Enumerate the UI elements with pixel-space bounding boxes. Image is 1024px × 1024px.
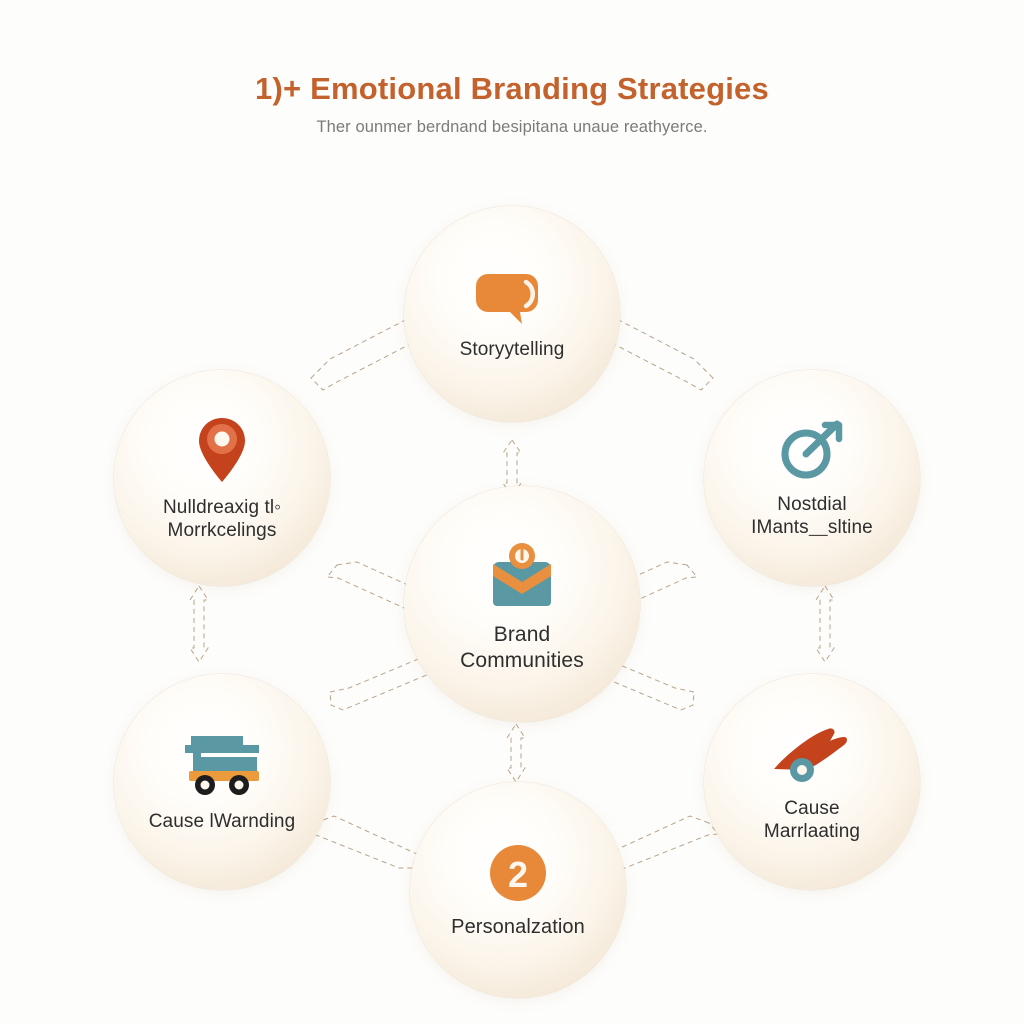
- node-nulldreaxig-morrkcelings[interactable]: Nulldreaxig tl◦ Morrkcelings: [114, 370, 330, 586]
- speech-bubble-icon: [476, 266, 548, 328]
- node-label: Storyytelling: [459, 339, 565, 361]
- connector-nulldreaxig-causewarnding: [189, 585, 209, 663]
- node-nostdial-imants[interactable]: Nostdial IMants⸏sltine: [704, 370, 920, 586]
- connector-nostdial-causemarrlaating: [815, 585, 835, 663]
- node-label: Nulldreaxig tl◦ Morrkcelings: [162, 496, 282, 541]
- node-storytelling[interactable]: Storyytelling: [404, 206, 620, 422]
- node-brand-communities[interactable]: Brand Communities: [404, 486, 640, 722]
- node-cause-marrlaating[interactable]: Cause Marrlaating: [704, 674, 920, 890]
- person-in-box-icon: [483, 534, 561, 612]
- target-arrow-icon: [777, 417, 847, 483]
- node-label: Cause Marrlaating: [763, 797, 861, 842]
- header: 1)+ Emotional Branding Strategies Ther o…: [0, 71, 1024, 137]
- ribbon-shape-icon: [766, 721, 858, 787]
- connector-brandcommunities-personalzation: [506, 723, 526, 783]
- node-label: Cause l‌Warnding: [148, 811, 296, 833]
- badge-number: 2: [508, 854, 528, 895]
- node-label: Personalzation: [451, 915, 585, 938]
- location-pin-icon: [195, 414, 249, 486]
- numbered-badge-icon: 2: [486, 841, 550, 905]
- food-truck-icon: [177, 730, 267, 800]
- node-cause-warnding[interactable]: Cause l‌Warnding: [114, 674, 330, 890]
- node-personalzation[interactable]: 2 Personalzation: [410, 782, 626, 998]
- page-title: 1)+ Emotional Branding Strategies: [255, 71, 769, 106]
- connector-personalzation-causemarrlaating: [606, 815, 719, 869]
- connector-causewarnding-personalzation: [305, 815, 418, 869]
- node-label: Brand Communities: [460, 623, 584, 672]
- page-subtitle: Ther ounmer berdnand besipitana unaue re…: [316, 118, 708, 137]
- node-label: Nostdial IMants⸏sltine: [751, 493, 873, 538]
